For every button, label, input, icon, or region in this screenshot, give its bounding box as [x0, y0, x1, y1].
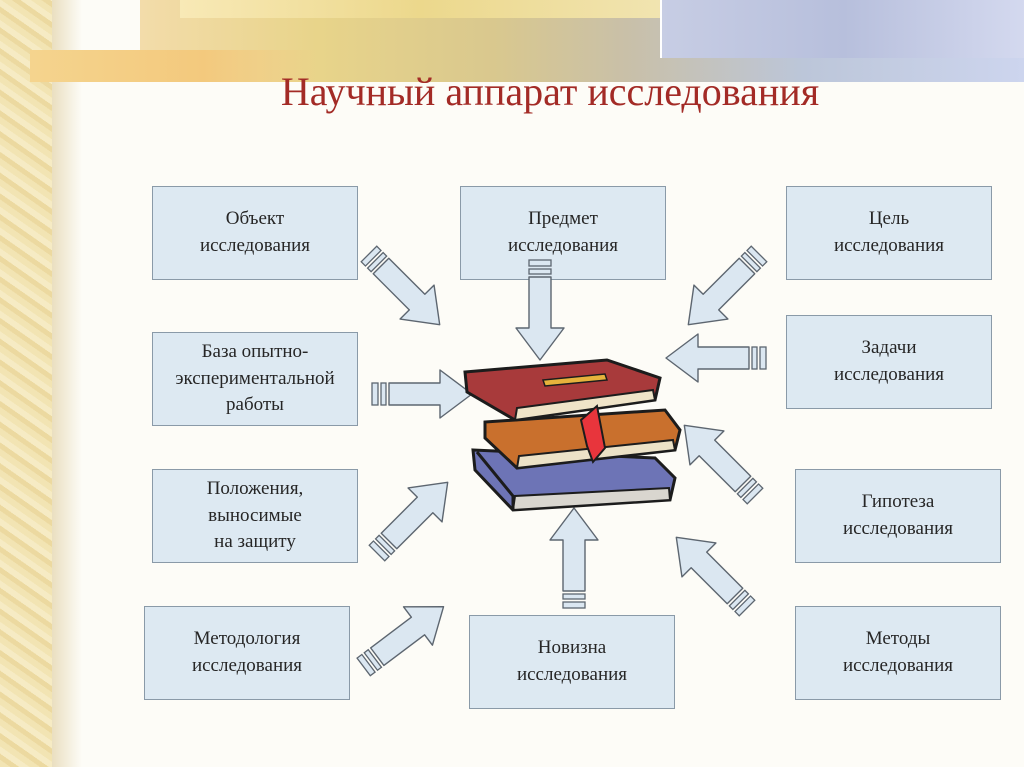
box-base: База опытно- экспериментальной работы	[152, 332, 358, 426]
decorative-left-fade	[52, 0, 82, 767]
decorative-left-strip	[0, 0, 52, 767]
box-methodology: Методология исследования	[144, 606, 350, 700]
box-methods: Методы исследования	[795, 606, 1001, 700]
box-positions: Положения, выносимые на защиту	[152, 469, 358, 563]
arrow-subject	[515, 259, 565, 361]
arrow-positions	[359, 464, 466, 571]
box-object: Объект исследования	[152, 186, 358, 280]
arrow-methods	[658, 519, 765, 626]
decorative-top-banner-right	[660, 0, 1024, 58]
box-novelty: Новизна исследования	[469, 615, 675, 709]
arrow-methodology	[348, 586, 459, 687]
box-tasks: Задачи исследования	[786, 315, 992, 409]
slide-title: Научный аппарат исследования	[280, 69, 820, 114]
books-stack-icon	[463, 358, 682, 512]
arrow-goal	[670, 236, 777, 343]
box-subject: Предмет исследования	[460, 186, 666, 280]
decorative-top-strip	[180, 0, 660, 18]
arrow-object	[351, 236, 458, 343]
box-hypothesis: Гипотеза исследования	[795, 469, 1001, 563]
box-goal: Цель исследования	[786, 186, 992, 280]
decorative-top-banner-left	[30, 50, 320, 82]
